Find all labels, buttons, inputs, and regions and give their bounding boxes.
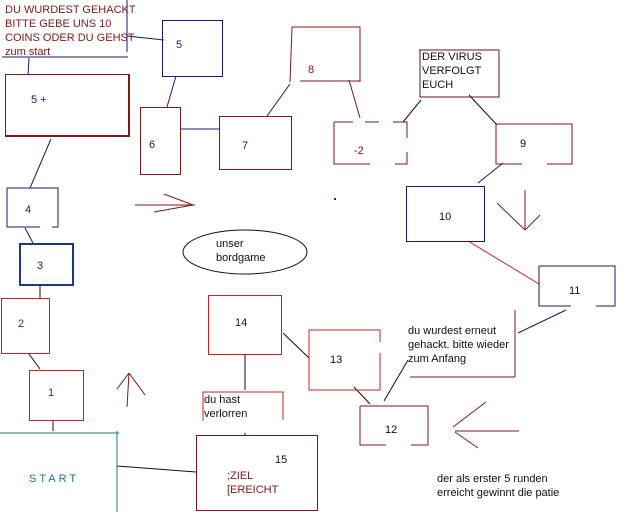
lost-note: du hast verlorren bbox=[204, 393, 247, 421]
field-5-plus: 5 + bbox=[5, 74, 130, 137]
hacked-note: DU WURDEST GEHACKT BITTE GEBE UNS 10 COI… bbox=[5, 3, 136, 59]
note-line: COINS ODER DU GEHST bbox=[5, 32, 135, 44]
connector-line bbox=[517, 309, 567, 334]
field-4-border bbox=[6, 187, 59, 228]
field-label: 2 bbox=[18, 318, 25, 330]
connector-line bbox=[126, 35, 165, 41]
field-13-label: 13 bbox=[330, 354, 343, 366]
field-15-goal: 15 ;ZIEL [EREICHT bbox=[196, 435, 318, 511]
field-14: 14 bbox=[208, 295, 282, 355]
connector-line bbox=[467, 240, 540, 285]
field-8-label: 8 bbox=[308, 64, 315, 76]
field-13-border bbox=[308, 329, 381, 391]
goal-line: ;ZIEL bbox=[227, 470, 254, 482]
connector-line bbox=[166, 75, 177, 108]
note-line: DU WURDEST GEHACKT bbox=[5, 4, 136, 16]
note-line: VERFOLGT bbox=[422, 65, 482, 77]
note-line: EUCH bbox=[422, 79, 454, 91]
field-10: 10 bbox=[406, 186, 485, 242]
virus-note: DER VIRUS VERFOLGT EUCH bbox=[422, 50, 482, 92]
field-9-border bbox=[495, 123, 573, 165]
field-11-label: 11 bbox=[569, 285, 581, 297]
hacked-again-note: du wurdest erneut gehackt. bitte wieder … bbox=[408, 324, 509, 366]
note-line: verlorren bbox=[204, 408, 248, 420]
field-label: 1 bbox=[48, 387, 55, 399]
field-label: 7 bbox=[242, 140, 249, 152]
note-line: der als erster 5 runden bbox=[437, 473, 548, 485]
lost-note-border bbox=[202, 391, 284, 421]
field-6: 6 bbox=[140, 107, 181, 175]
start-field-label: START bbox=[29, 473, 80, 485]
connector-line bbox=[24, 227, 34, 244]
goal-line: [EREICHT bbox=[227, 484, 279, 496]
field-label: 3 bbox=[37, 260, 44, 272]
note-line: erreicht gewinnt die patie bbox=[437, 487, 560, 499]
field-8-border bbox=[289, 26, 361, 83]
field-label: 5 bbox=[176, 39, 183, 51]
connector-line bbox=[28, 353, 41, 370]
arrow-down-icon bbox=[496, 190, 541, 231]
connector-line bbox=[468, 94, 498, 126]
field-minus2-label: -2 bbox=[354, 145, 364, 157]
field-7: 7 bbox=[219, 116, 292, 170]
connector-line bbox=[383, 359, 409, 402]
connector-line bbox=[348, 79, 361, 119]
note-line: BITTE GEBE UNS 10 bbox=[5, 18, 112, 30]
goal-text: ;ZIEL [EREICHT bbox=[227, 469, 278, 497]
field-11-border bbox=[538, 265, 616, 307]
connector-line bbox=[29, 138, 52, 189]
virus-note-border bbox=[419, 49, 500, 98]
field-4-label: 4 bbox=[25, 204, 32, 216]
arrow-up-icon bbox=[116, 372, 146, 408]
field-minus2-border bbox=[333, 121, 408, 165]
connector-line bbox=[116, 465, 197, 473]
connector-line bbox=[282, 332, 310, 359]
note-line: zum Anfang bbox=[408, 353, 467, 365]
field-12-border bbox=[359, 405, 429, 446]
field-label: 10 bbox=[439, 211, 452, 223]
field-2: 2 bbox=[1, 298, 50, 354]
connector-line bbox=[477, 162, 504, 184]
title-line: unser bbox=[216, 238, 244, 250]
note-line: gehackt. bitte wieder bbox=[408, 339, 509, 351]
field-1: 1 bbox=[29, 370, 84, 421]
field-label: 15 bbox=[275, 454, 288, 466]
game-title: unser bordgame bbox=[216, 237, 266, 265]
note-line: DER VIRUS bbox=[422, 51, 482, 63]
rule-note: der als erster 5 runden erreicht gewinnt… bbox=[437, 472, 559, 500]
field-label: 5 + bbox=[31, 94, 47, 106]
connector-line bbox=[402, 99, 422, 123]
stray-dot bbox=[334, 198, 336, 200]
arrow-right-icon bbox=[135, 193, 195, 213]
arrow-left-icon bbox=[452, 401, 519, 449]
connector-line bbox=[266, 83, 291, 117]
title-line: bordgame bbox=[216, 252, 266, 264]
field-label: 14 bbox=[235, 317, 248, 329]
note-line: du wurdest erneut bbox=[408, 325, 497, 337]
title-ellipse bbox=[182, 229, 308, 275]
field-5: 5 bbox=[162, 20, 223, 77]
field-9-label: 9 bbox=[520, 138, 527, 150]
connector-line bbox=[27, 57, 30, 76]
note-line: du hast bbox=[204, 394, 241, 406]
field-label: 6 bbox=[149, 139, 156, 151]
field-3: 3 bbox=[19, 243, 74, 286]
field-12-label: 12 bbox=[385, 424, 398, 436]
note-line: zum start bbox=[5, 46, 51, 58]
